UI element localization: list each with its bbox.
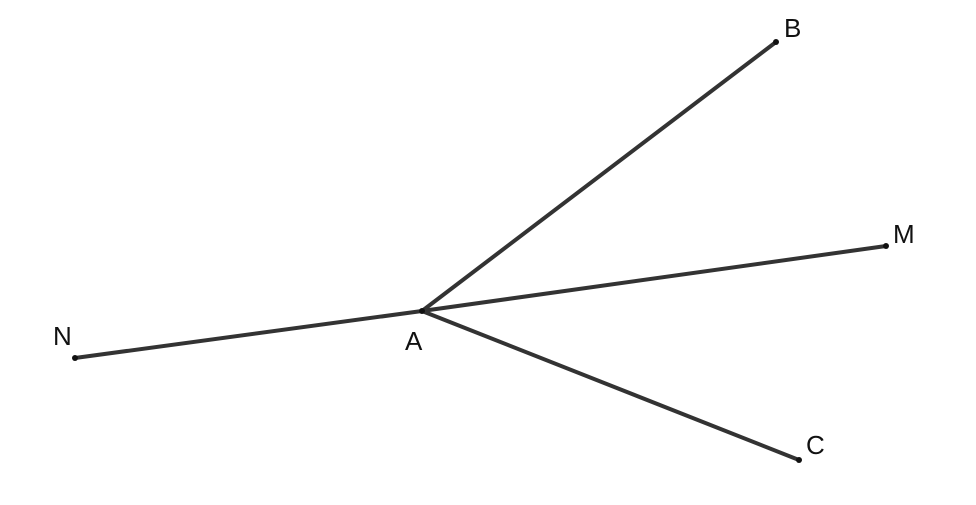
point-M: [883, 243, 889, 249]
label-A: A: [405, 326, 423, 356]
label-M: M: [893, 219, 915, 249]
point-B: [773, 39, 779, 45]
segment-AM: [420, 244, 888, 313]
point-N: [72, 355, 78, 361]
point-A: [419, 308, 425, 314]
label-N: N: [53, 321, 72, 351]
segment-AN: [73, 309, 424, 360]
segment-AB: [420, 40, 778, 313]
segment-AC: [420, 309, 801, 462]
label-C: C: [806, 430, 825, 460]
point-C: [796, 457, 802, 463]
label-B: B: [784, 13, 801, 43]
